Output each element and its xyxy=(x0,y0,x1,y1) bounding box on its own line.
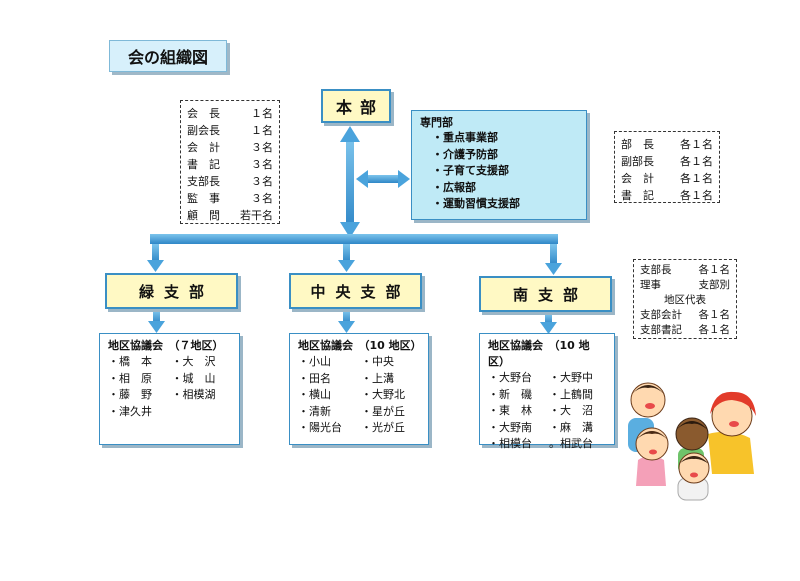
district-item: ・光が丘 xyxy=(361,421,405,434)
district-item: ・大 沢 xyxy=(171,355,216,368)
branch-midori: 緑支部 xyxy=(105,273,238,309)
district-item: ・新 磯 xyxy=(488,387,532,401)
district-item: ・橋 本 xyxy=(108,355,152,368)
district-item: ・相模湖 xyxy=(171,388,216,401)
district-heading: 地区協議会 （７地区） xyxy=(108,339,224,352)
district-item: ・小山 xyxy=(298,355,331,368)
district-item: ・中央 xyxy=(361,355,394,368)
district-item: ・上溝 xyxy=(361,371,394,385)
district-item: ・相 原 xyxy=(108,371,152,385)
departments-heading: 専門部 xyxy=(420,116,453,129)
district-item: ・上鶴間 xyxy=(549,387,593,401)
department-item: ・運動習慣支援部 xyxy=(432,197,520,210)
headquarters-box: 本部 xyxy=(321,89,391,123)
district-item: ・津久井 xyxy=(108,404,152,418)
branch-role-row: 支部書記各１名 xyxy=(640,324,730,336)
department-item: ・子育て支援部 xyxy=(432,164,509,177)
department-role-row: 部 長各１名 xyxy=(621,138,713,151)
child-figure xyxy=(635,427,669,486)
district-box-minami: 地区協議会 （10 地区） ・大野台 ・大野中 ・新 磯 ・上鶴間 ・東 林 ・… xyxy=(479,333,615,450)
branch-role-row: 支部会計各１名 xyxy=(640,309,730,321)
child-figure xyxy=(677,452,710,501)
branch-role-row: 地区代表 xyxy=(664,294,706,306)
district-box-midori: 地区協議会 （７地区） ・橋 本 ・大 沢 ・相 原 ・城 山 ・藤 野 ・相模… xyxy=(99,333,240,445)
department-role-row: 会 計各１名 xyxy=(621,172,713,185)
district-item: 。相武台 xyxy=(549,437,593,450)
district-heading: 地区協議会 （10 地区） xyxy=(488,339,590,368)
district-item: ・横山 xyxy=(298,388,331,401)
child-figure xyxy=(708,391,756,474)
district-item: ・大野台 xyxy=(488,371,532,384)
district-item: ・大 沼 xyxy=(549,404,593,417)
district-item: ・相模台 xyxy=(488,437,532,450)
branch-roles-box: 支部長各１名 理事支部別 地区代表 支部会計各１名 支部書記各１名 xyxy=(633,259,737,339)
chart-title: 会の組織図 xyxy=(109,40,227,72)
branch-role-row: 支部長各１名 xyxy=(640,264,730,276)
district-item: ・清新 xyxy=(298,404,331,418)
district-item: ・城 山 xyxy=(171,371,216,385)
district-box-chuo: 地区協議会 （10 地区） ・小山 ・中央 ・田名 ・上溝 ・横山 ・大野北 ・… xyxy=(289,333,429,445)
department-item: ・重点事業部 xyxy=(432,131,498,144)
district-item: ・大野北 xyxy=(361,388,405,401)
branch-drop-arrows xyxy=(147,244,562,275)
department-role-row: 副部長各１名 xyxy=(621,155,713,168)
hq-vertical-arrow xyxy=(340,126,360,238)
branch-chuo: 中央支部 xyxy=(289,273,422,309)
district-item: ・東 林 xyxy=(488,404,532,417)
district-item: ・麻 溝 xyxy=(549,420,593,434)
department-item: ・介護予防部 xyxy=(432,147,498,161)
district-item: ・星が丘 xyxy=(361,404,405,418)
district-heading: 地区協議会 （10 地区） xyxy=(298,339,422,352)
department-arrow xyxy=(356,170,410,188)
district-item: ・藤 野 xyxy=(108,388,152,401)
district-item: ・大野中 xyxy=(549,371,593,384)
department-roles-box: 部 長各１名 副部長各１名 会 計各１名 書 記各１名 xyxy=(614,131,720,203)
children-illustration xyxy=(628,382,756,501)
officer-row: 顧 問若干名 xyxy=(187,209,273,222)
district-item: ・陽光台 xyxy=(298,421,342,434)
departments-box: 専門部 ・重点事業部 ・介護予防部 ・子育て支援部 ・広報部 ・運動習慣支援部 xyxy=(411,110,587,220)
department-item: ・広報部 xyxy=(432,180,476,194)
department-role-row: 書 記各１名 xyxy=(621,189,713,202)
branch-minami: 南支部 xyxy=(479,276,612,312)
branch-role-row: 理事支部別 xyxy=(640,279,730,291)
district-item: ・田名 xyxy=(298,371,331,385)
district-item: ・大野南 xyxy=(488,420,532,434)
district-drop-arrows xyxy=(148,311,557,334)
branch-bus-bar xyxy=(150,234,558,244)
